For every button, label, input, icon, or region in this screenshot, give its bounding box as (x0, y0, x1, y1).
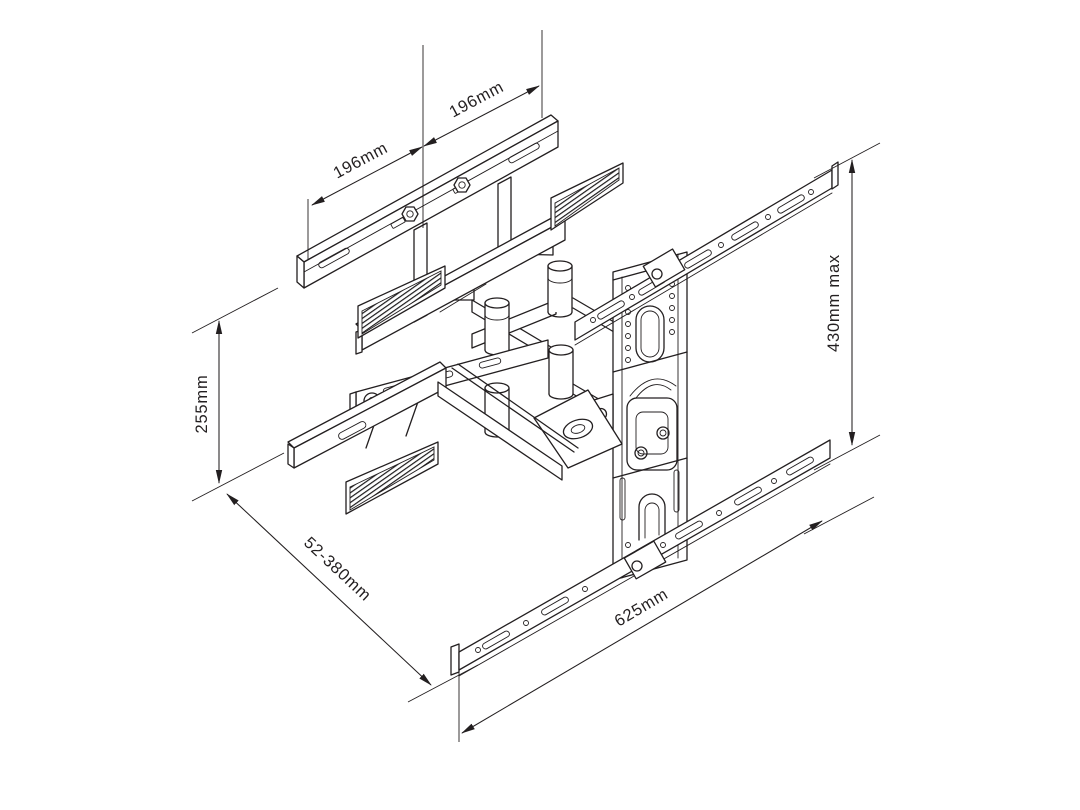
grip-pad-upper-left (357, 265, 446, 339)
dim-label-625: 625mm (611, 585, 671, 630)
dim-label-52-380: 52-380mm (300, 534, 375, 605)
dim-label-430: 430mm max (825, 254, 843, 352)
dim-label-255: 255mm (193, 374, 211, 433)
dim-line-196-right (423, 85, 540, 147)
vesa-bolt-right (453, 177, 471, 193)
dim-line-196-left (311, 146, 423, 206)
vesa-bolt-left (401, 206, 419, 222)
extension-line (191, 287, 279, 334)
extension-line (407, 664, 479, 703)
arm-link-plate (533, 389, 623, 469)
dim-label-196-right: 196mm (446, 78, 507, 122)
rail-top-right (574, 161, 839, 346)
rail-top-left (296, 114, 559, 289)
dim-line-625 (461, 520, 823, 734)
rail-top-right-slider-clamp (642, 248, 686, 288)
arm-lower-struts (437, 363, 579, 481)
extension-line (813, 434, 881, 471)
pivot-pin-front-upper (484, 297, 510, 356)
extension-line (191, 452, 285, 502)
dim-label-196-left: 196mm (330, 139, 391, 183)
dim-line-52-380 (226, 493, 432, 686)
column-tilt-plate (626, 378, 678, 471)
grip-pad-lower-left (345, 441, 439, 515)
pivot-pin-rear-lower (548, 344, 574, 400)
pivot-pin-rear-upper (547, 260, 573, 318)
extension-line (813, 142, 881, 179)
grip-pad-upper-right (550, 162, 624, 231)
column-arch-slot (619, 469, 680, 541)
extension-line (803, 496, 875, 535)
